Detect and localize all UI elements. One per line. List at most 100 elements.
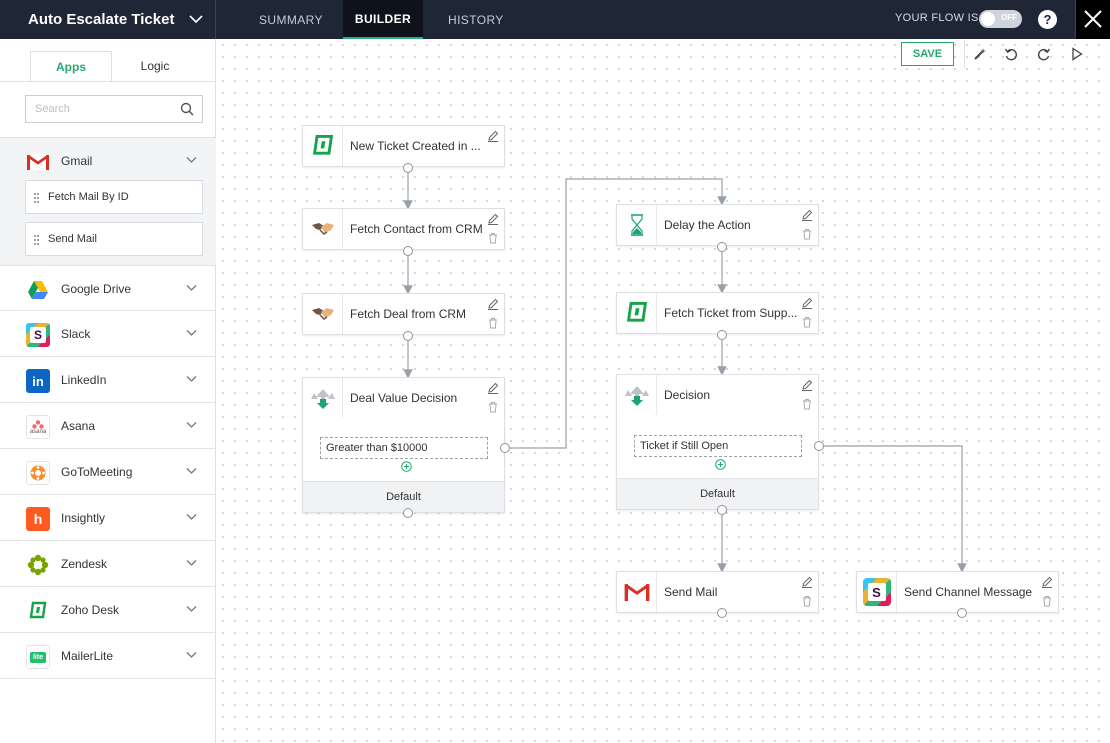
app-item-google-drive[interactable]: Google Drive (0, 265, 216, 311)
edit-icon[interactable] (487, 213, 499, 225)
node-title: Delay the Action (664, 218, 751, 232)
node-port[interactable] (403, 508, 413, 518)
edit-icon[interactable] (487, 382, 499, 394)
add-condition-icon[interactable] (715, 459, 726, 470)
tab-apps[interactable]: Apps (30, 51, 112, 81)
trash-icon[interactable] (801, 595, 813, 607)
app-item-zendesk[interactable]: Zendesk (0, 541, 216, 587)
flow-node-trigger[interactable]: New Ticket Created in ... (302, 125, 505, 167)
node-title: Decision (664, 388, 711, 402)
redo-icon (1037, 48, 1051, 61)
save-button[interactable]: SAVE (901, 42, 954, 66)
chevron-down-icon (186, 652, 197, 658)
chevron-down-icon (186, 468, 197, 474)
default-branch[interactable]: Default (617, 478, 818, 509)
node-port[interactable] (500, 443, 510, 453)
node-port[interactable] (717, 608, 727, 618)
trash-icon[interactable] (1041, 595, 1053, 607)
undo-button[interactable] (997, 42, 1025, 66)
node-port[interactable] (814, 441, 824, 451)
edit-icon[interactable] (801, 209, 813, 221)
node-port[interactable] (717, 330, 727, 340)
action-fetch-mail-by-id[interactable]: Fetch Mail By ID (25, 180, 203, 214)
crm-handshake-icon (303, 294, 343, 334)
flow-toggle[interactable]: OFF (979, 10, 1022, 28)
sidebar: Apps Logic Gmail Fetch Mail By ID Send M (0, 39, 216, 743)
flow-title-dropdown[interactable]: Auto Escalate Ticket (0, 0, 216, 39)
trash-icon[interactable] (487, 317, 499, 329)
zoho-desk-icon (303, 126, 343, 166)
decision-icon (303, 378, 343, 418)
node-port[interactable] (403, 331, 413, 341)
help-icon: ? (1043, 12, 1052, 27)
redo-button[interactable] (1030, 42, 1058, 66)
edit-icon[interactable] (1041, 576, 1053, 588)
edit-icon[interactable] (801, 297, 813, 309)
node-title: Deal Value Decision (350, 391, 458, 405)
tab-builder[interactable]: BUILDER (343, 0, 423, 39)
condition-branch[interactable]: Ticket if Still Open (634, 435, 802, 457)
edit-icon[interactable] (487, 130, 499, 142)
hourglass-icon (617, 205, 657, 245)
trash-icon[interactable] (487, 401, 499, 413)
close-icon (1084, 10, 1102, 28)
flow-node-send-mail[interactable]: Send Mail (616, 571, 819, 613)
node-port[interactable] (717, 242, 727, 252)
app-item-asana[interactable]: asana Asana (0, 403, 216, 449)
search-icon[interactable] (180, 102, 194, 116)
google-drive-icon (26, 278, 50, 302)
tab-history[interactable]: HISTORY (448, 12, 504, 27)
help-button[interactable]: ? (1038, 10, 1057, 29)
flow-node-fetch-deal[interactable]: Fetch Deal from CRM (302, 293, 505, 335)
chevron-down-icon (186, 376, 197, 382)
node-port[interactable] (957, 608, 967, 618)
crm-handshake-icon (303, 209, 343, 249)
slack-icon: S (857, 572, 897, 612)
app-item-mailerlite[interactable]: lite MailerLite (0, 633, 216, 679)
default-branch[interactable]: Default (303, 481, 504, 512)
magic-wand-button[interactable] (966, 42, 994, 66)
edit-icon[interactable] (801, 576, 813, 588)
tab-logic[interactable]: Logic (140, 59, 170, 73)
zoho-desk-icon (617, 293, 657, 333)
flow-node-send-channel-message[interactable]: S Send Channel Message (856, 571, 1059, 613)
condition-branch[interactable]: Greater than $10000 (320, 437, 488, 459)
edit-icon[interactable] (801, 379, 813, 391)
close-button[interactable] (1075, 0, 1110, 39)
undo-icon (1004, 48, 1018, 61)
app-item-insightly[interactable]: h Insightly (0, 495, 216, 541)
drag-handle-icon (34, 193, 39, 203)
gmail-icon (26, 150, 50, 174)
node-title: Send Mail (664, 585, 718, 599)
flow-node-decision[interactable]: Decision Ticket if Still Open Default (616, 374, 819, 510)
flow-status-label: YOUR FLOW IS (895, 12, 979, 24)
node-title: Fetch Ticket from Supp... (664, 306, 797, 320)
flow-node-deal-value-decision[interactable]: Deal Value Decision Greater than $10000 … (302, 377, 505, 513)
search-box (25, 95, 203, 123)
trash-icon[interactable] (487, 232, 499, 244)
edit-icon[interactable] (487, 298, 499, 310)
action-send-mail[interactable]: Send Mail (25, 222, 203, 256)
node-title: Fetch Contact from CRM (350, 222, 483, 236)
node-port[interactable] (717, 505, 727, 515)
run-button[interactable] (1063, 42, 1091, 66)
zendesk-icon (26, 553, 50, 577)
node-port[interactable] (403, 246, 413, 256)
app-item-linkedin[interactable]: in LinkedIn (0, 357, 216, 403)
trash-icon[interactable] (801, 316, 813, 328)
flow-node-delay[interactable]: Delay the Action (616, 204, 819, 246)
app-item-slack[interactable]: S Slack (0, 311, 216, 357)
flow-node-fetch-ticket[interactable]: Fetch Ticket from Supp... (616, 292, 819, 334)
trash-icon[interactable] (801, 228, 813, 240)
asana-icon: asana (26, 415, 50, 439)
trash-icon[interactable] (801, 398, 813, 410)
flow-node-fetch-contact[interactable]: Fetch Contact from CRM (302, 208, 505, 250)
add-condition-icon[interactable] (401, 461, 412, 472)
app-item-gmail[interactable]: Gmail (0, 138, 216, 184)
tab-summary[interactable]: SUMMARY (259, 12, 323, 27)
app-item-zoho-desk[interactable]: Zoho Desk (0, 587, 216, 633)
node-port[interactable] (403, 163, 413, 173)
app-item-gotomeeting[interactable]: GoToMeeting (0, 449, 216, 495)
search-input[interactable] (26, 96, 166, 122)
